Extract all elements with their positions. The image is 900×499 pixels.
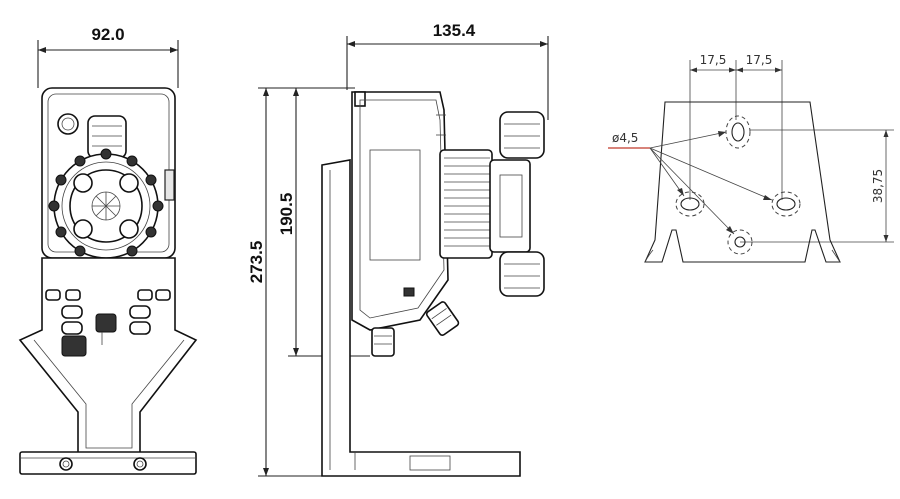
base-foot [19, 451, 197, 475]
adjust-knob [57, 113, 79, 135]
arrow-left [38, 47, 46, 53]
screw-tr [119, 173, 139, 193]
arrow-right [170, 47, 178, 53]
side-housing [351, 91, 449, 331]
side-depth-label: 135.4 [433, 21, 476, 40]
screw-bl [73, 219, 93, 239]
screw-br [119, 219, 139, 239]
hole-left [675, 191, 705, 217]
front-view: 92.0 [18, 25, 198, 475]
adjust-knob-inner [61, 117, 75, 131]
side-cable-gland-angled [425, 301, 460, 336]
leader-to-left [649, 147, 685, 197]
total-height-label: 273.5 [247, 241, 266, 284]
pump-head-ribs [48, 148, 164, 257]
hole-bottom [727, 229, 753, 255]
bottom-valve-cap [499, 251, 545, 297]
bracket-view: 17,5 17,5 38,75 [608, 53, 894, 263]
vertical-spacing-label: 38,75 [871, 169, 885, 203]
hole-diameter-label: ø4,5 [612, 131, 638, 145]
spacing-left-label: 17,5 [700, 53, 727, 67]
top-valve-cap [499, 111, 545, 159]
base-hole-right [133, 457, 147, 471]
leader-to-bottom [649, 147, 735, 235]
side-cable-gland-bottom [371, 327, 395, 357]
side-view: 135.4 273.5 190.5 [247, 21, 549, 477]
side-connector [164, 169, 175, 201]
hole-right [771, 191, 801, 217]
base-hole-left [59, 457, 73, 471]
leader-to-right [649, 147, 773, 201]
hole-top [725, 115, 751, 149]
leader-to-top [649, 131, 727, 149]
bracket-plate [644, 101, 841, 263]
screw-tl [73, 173, 93, 193]
finned-pump-head [439, 149, 493, 259]
pump-height-label: 190.5 [277, 193, 296, 236]
mounting-bracket [18, 257, 198, 456]
front-width-label: 92.0 [91, 25, 124, 44]
cable-gland-center [95, 313, 117, 333]
cable-gland-left [61, 335, 87, 357]
side-bracket [321, 159, 521, 477]
valve-block [489, 159, 531, 253]
spacing-right-label: 17,5 [746, 53, 773, 67]
